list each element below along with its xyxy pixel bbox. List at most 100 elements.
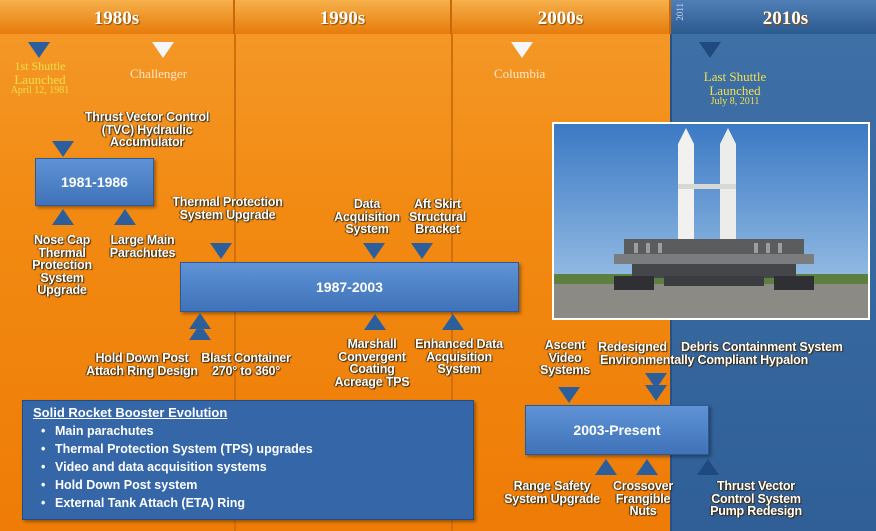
label-line: Systems (539, 363, 591, 377)
decade-label: 1980s (93, 8, 140, 29)
label-line: System (40, 270, 84, 285)
label-line: Enhanced Data (415, 337, 503, 351)
period-box-1987-2003: 1987-2003 (180, 262, 519, 312)
summary-item: Video and data acquisition systems (41, 458, 463, 476)
label-line: Nose Cap (33, 233, 91, 247)
marker-large-parachutes (114, 209, 136, 225)
label-line: Thrust Vector Control (84, 110, 210, 124)
label-line: Video (548, 350, 582, 365)
label-redesigned-env: Redesigned Environmentally Compliant Hyp… (598, 341, 818, 366)
label-blast-container: Blast Container 270° to 360° (194, 352, 298, 377)
milestone-marker-columbia (511, 42, 533, 58)
label-line: Thermal Protection (172, 195, 283, 209)
marker-crossover-nuts (636, 459, 658, 475)
marker-enhanced-data (442, 314, 464, 330)
label-line: Thermal (38, 245, 86, 260)
label-line: Aft Skirt (414, 197, 461, 211)
milestone-challenger: Challenger (130, 66, 188, 81)
marker-data-acquisition (363, 243, 385, 259)
label-line: Acreage TPS (334, 374, 410, 389)
label-line: Protection (32, 258, 92, 272)
label-line: 270° to 360° (211, 363, 281, 378)
summary-list: Main parachutes Thermal Protection Syste… (33, 422, 463, 512)
label-thermal-protection-upgrade: Thermal Protection System Upgrade (160, 196, 295, 221)
summary-item: External Tank Attach (ETA) Ring (41, 494, 463, 512)
milestone-last-shuttle: Last Shuttle Launched July 8, 2011 (690, 70, 780, 108)
summary-item: Main parachutes (41, 422, 463, 440)
label-line: Crossover (612, 479, 674, 493)
decade-label: 1990s (319, 8, 366, 29)
milestone-marker-first-shuttle (28, 42, 50, 58)
decade-header-1980s: 1980s (0, 0, 235, 34)
marker-tvc-pump (697, 459, 719, 475)
label-tvc-pump: Thrust Vector Control System Pump Redesi… (696, 480, 816, 518)
label-line: Acquisition (426, 349, 492, 364)
label-marshall-coating: Marshall Convergent Coating Acreage TPS (322, 338, 422, 388)
summary-item: Thermal Protection System (TPS) upgrades (41, 440, 463, 458)
milestone-text: 1st Shuttle (14, 59, 66, 73)
label-line: Large Main (110, 233, 175, 247)
period-box-2003-present: 2003-Present (525, 405, 709, 455)
marker-nose-cap (52, 209, 74, 225)
decade-header-1990s: 1990s (235, 0, 452, 34)
label-line: Control System (711, 491, 801, 506)
label-line: Convergent (338, 349, 406, 364)
period-box-1981-1986: 1981-1986 (35, 158, 154, 206)
label-tvc-accumulator: Thrust Vector Control (TVC) Hydraulic Ac… (62, 111, 232, 149)
label-line: Hold Down Post (95, 351, 189, 365)
marker-debris-containment (645, 385, 667, 401)
summary-item: Hold Down Post system (41, 476, 463, 494)
milestone-text: Launched (709, 82, 761, 98)
marker-tvc-accumulator (52, 141, 74, 157)
decade-header-2000s: 2000s (452, 0, 671, 34)
label-large-parachutes: Large Main Parachutes (100, 234, 185, 259)
milestone-columbia: Columbia (494, 66, 546, 81)
label-line: Nuts (629, 504, 657, 518)
srb-evolution-summary: Solid Rocket Booster Evolution Main para… (22, 400, 474, 520)
marker-marshall-coating (364, 314, 386, 330)
label-line: System Upgrade (179, 207, 276, 222)
label-data-acquisition: Data Acquisition System (322, 198, 412, 236)
crawler-transporter-photo (552, 122, 870, 320)
label-debris-containment: Debris Containment System (681, 341, 871, 354)
small-year-label: 2011 (675, 3, 685, 21)
milestone-marker-last-shuttle (699, 42, 721, 58)
label-aft-skirt: Aft Skirt Structural Bracket (395, 198, 480, 236)
label-line: Ascent (544, 338, 586, 352)
label-line: Marshall (347, 337, 397, 351)
label-line: Range Safety (513, 479, 591, 493)
label-line: System (345, 222, 389, 236)
label-line: Parachutes (109, 245, 176, 260)
label-hold-down-post: Hold Down Post Attach Ring Design (72, 352, 212, 377)
label-line: Coating (349, 362, 395, 376)
photo-illustration (554, 124, 868, 318)
milestone-text: Launched (14, 71, 66, 87)
marker-thermal-protection (210, 243, 232, 259)
milestone-date: April 12, 1981 (10, 85, 70, 97)
label-nose-cap: Nose Cap Thermal Protection System Upgra… (22, 234, 102, 297)
label-line: Upgrade (37, 283, 87, 297)
label-enhanced-data: Enhanced Data Acquisition System (404, 338, 514, 376)
milestone-text: Last Shuttle (703, 69, 767, 84)
milestone-marker-challenger (152, 42, 174, 58)
marker-ascent-video (558, 387, 580, 403)
label-line: (TVC) Hydraulic (101, 122, 193, 137)
label-range-safety: Range Safety System Upgrade (492, 480, 612, 505)
label-line: Bracket (415, 222, 460, 236)
marker-blast-container (189, 324, 211, 340)
label-line: Data (353, 197, 381, 211)
summary-title: Solid Rocket Booster Evolution (33, 405, 228, 420)
label-line: System Upgrade (504, 491, 600, 506)
marker-aft-skirt (411, 243, 433, 259)
label-line: Attach Ring Design (86, 363, 198, 378)
label-crossover-nuts: Crossover Frangible Nuts (608, 480, 678, 518)
label-line: Blast Container (201, 351, 291, 365)
label-line: Acquisition (334, 209, 400, 224)
label-line: Redesigned (598, 340, 667, 354)
label-line: Environmentally Compliant Hypalon (600, 352, 809, 367)
label-line: Thrust Vector (717, 479, 795, 493)
label-line: Accumulator (109, 135, 185, 149)
label-line: System (437, 362, 481, 376)
decade-label: 2010s (762, 8, 809, 29)
